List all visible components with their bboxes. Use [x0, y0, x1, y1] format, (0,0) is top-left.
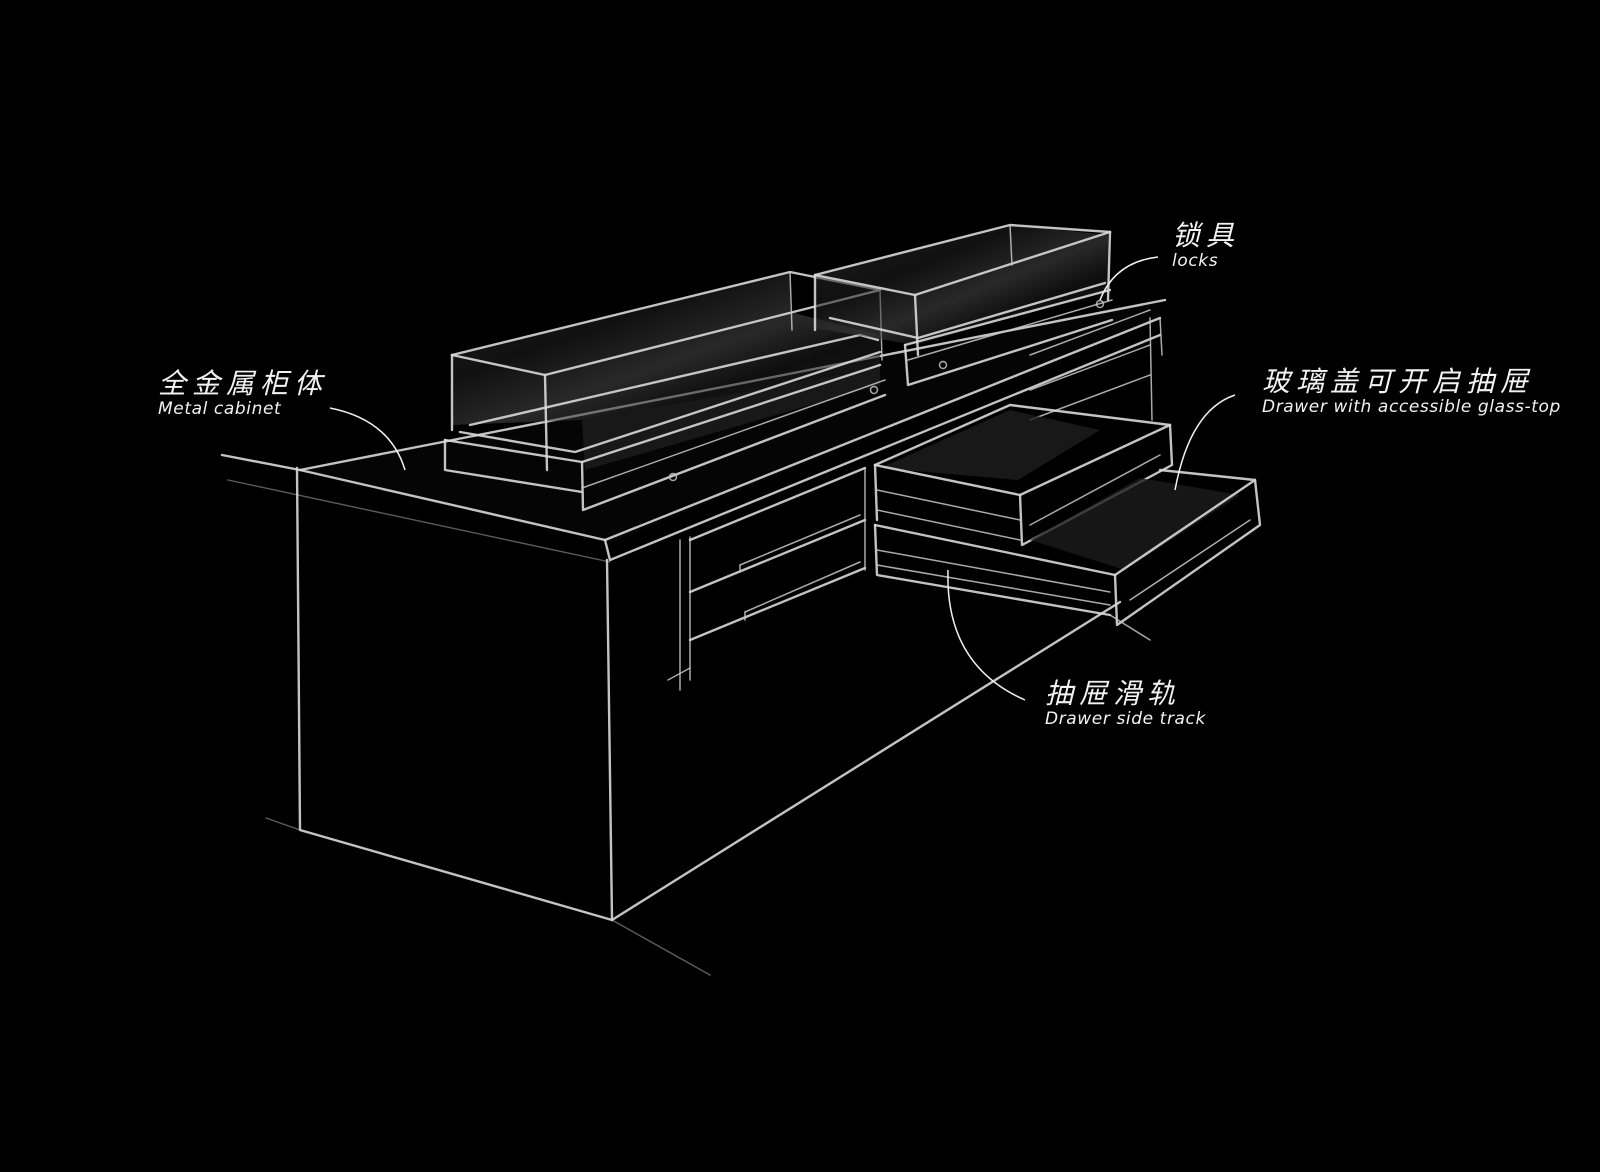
label-metal-cabinet-zh: 全金属柜体 — [158, 367, 329, 400]
leader-lines — [329, 256, 1236, 701]
leader-metal-cabinet — [329, 407, 406, 471]
drawer-bank-left — [667, 309, 1153, 691]
label-drawer-track: 抽屉滑轨 Drawer side track — [1045, 680, 1206, 728]
label-glass-top-drawer: 玻璃盖可开启抽屉 Drawer with accessible glass-to… — [1262, 368, 1561, 416]
leader-drawer-track — [947, 569, 1026, 701]
lock — [1095, 299, 1105, 309]
label-glass-top-drawer-zh: 玻璃盖可开启抽屉 — [1262, 365, 1535, 398]
label-locks-zh: 锁具 — [1172, 219, 1241, 252]
leader-locks — [1099, 256, 1159, 301]
glass-case-right — [813, 223, 1114, 387]
leader-glass-top — [1174, 394, 1236, 491]
label-drawer-track-en: Drawer side track — [1045, 709, 1206, 729]
label-metal-cabinet-en: Metal cabinet — [158, 399, 282, 419]
label-locks-en: locks — [1172, 251, 1219, 271]
label-drawer-track-zh: 抽屉滑轨 — [1045, 677, 1182, 710]
label-metal-cabinet: 全金属柜体 Metal cabinet — [158, 370, 328, 418]
label-glass-top-drawer-en: Drawer with accessible glass-top — [1262, 397, 1561, 417]
glass-case-left — [443, 270, 887, 512]
drawer-open-lower — [873, 468, 1262, 641]
label-locks: 锁具 locks — [1172, 222, 1240, 270]
